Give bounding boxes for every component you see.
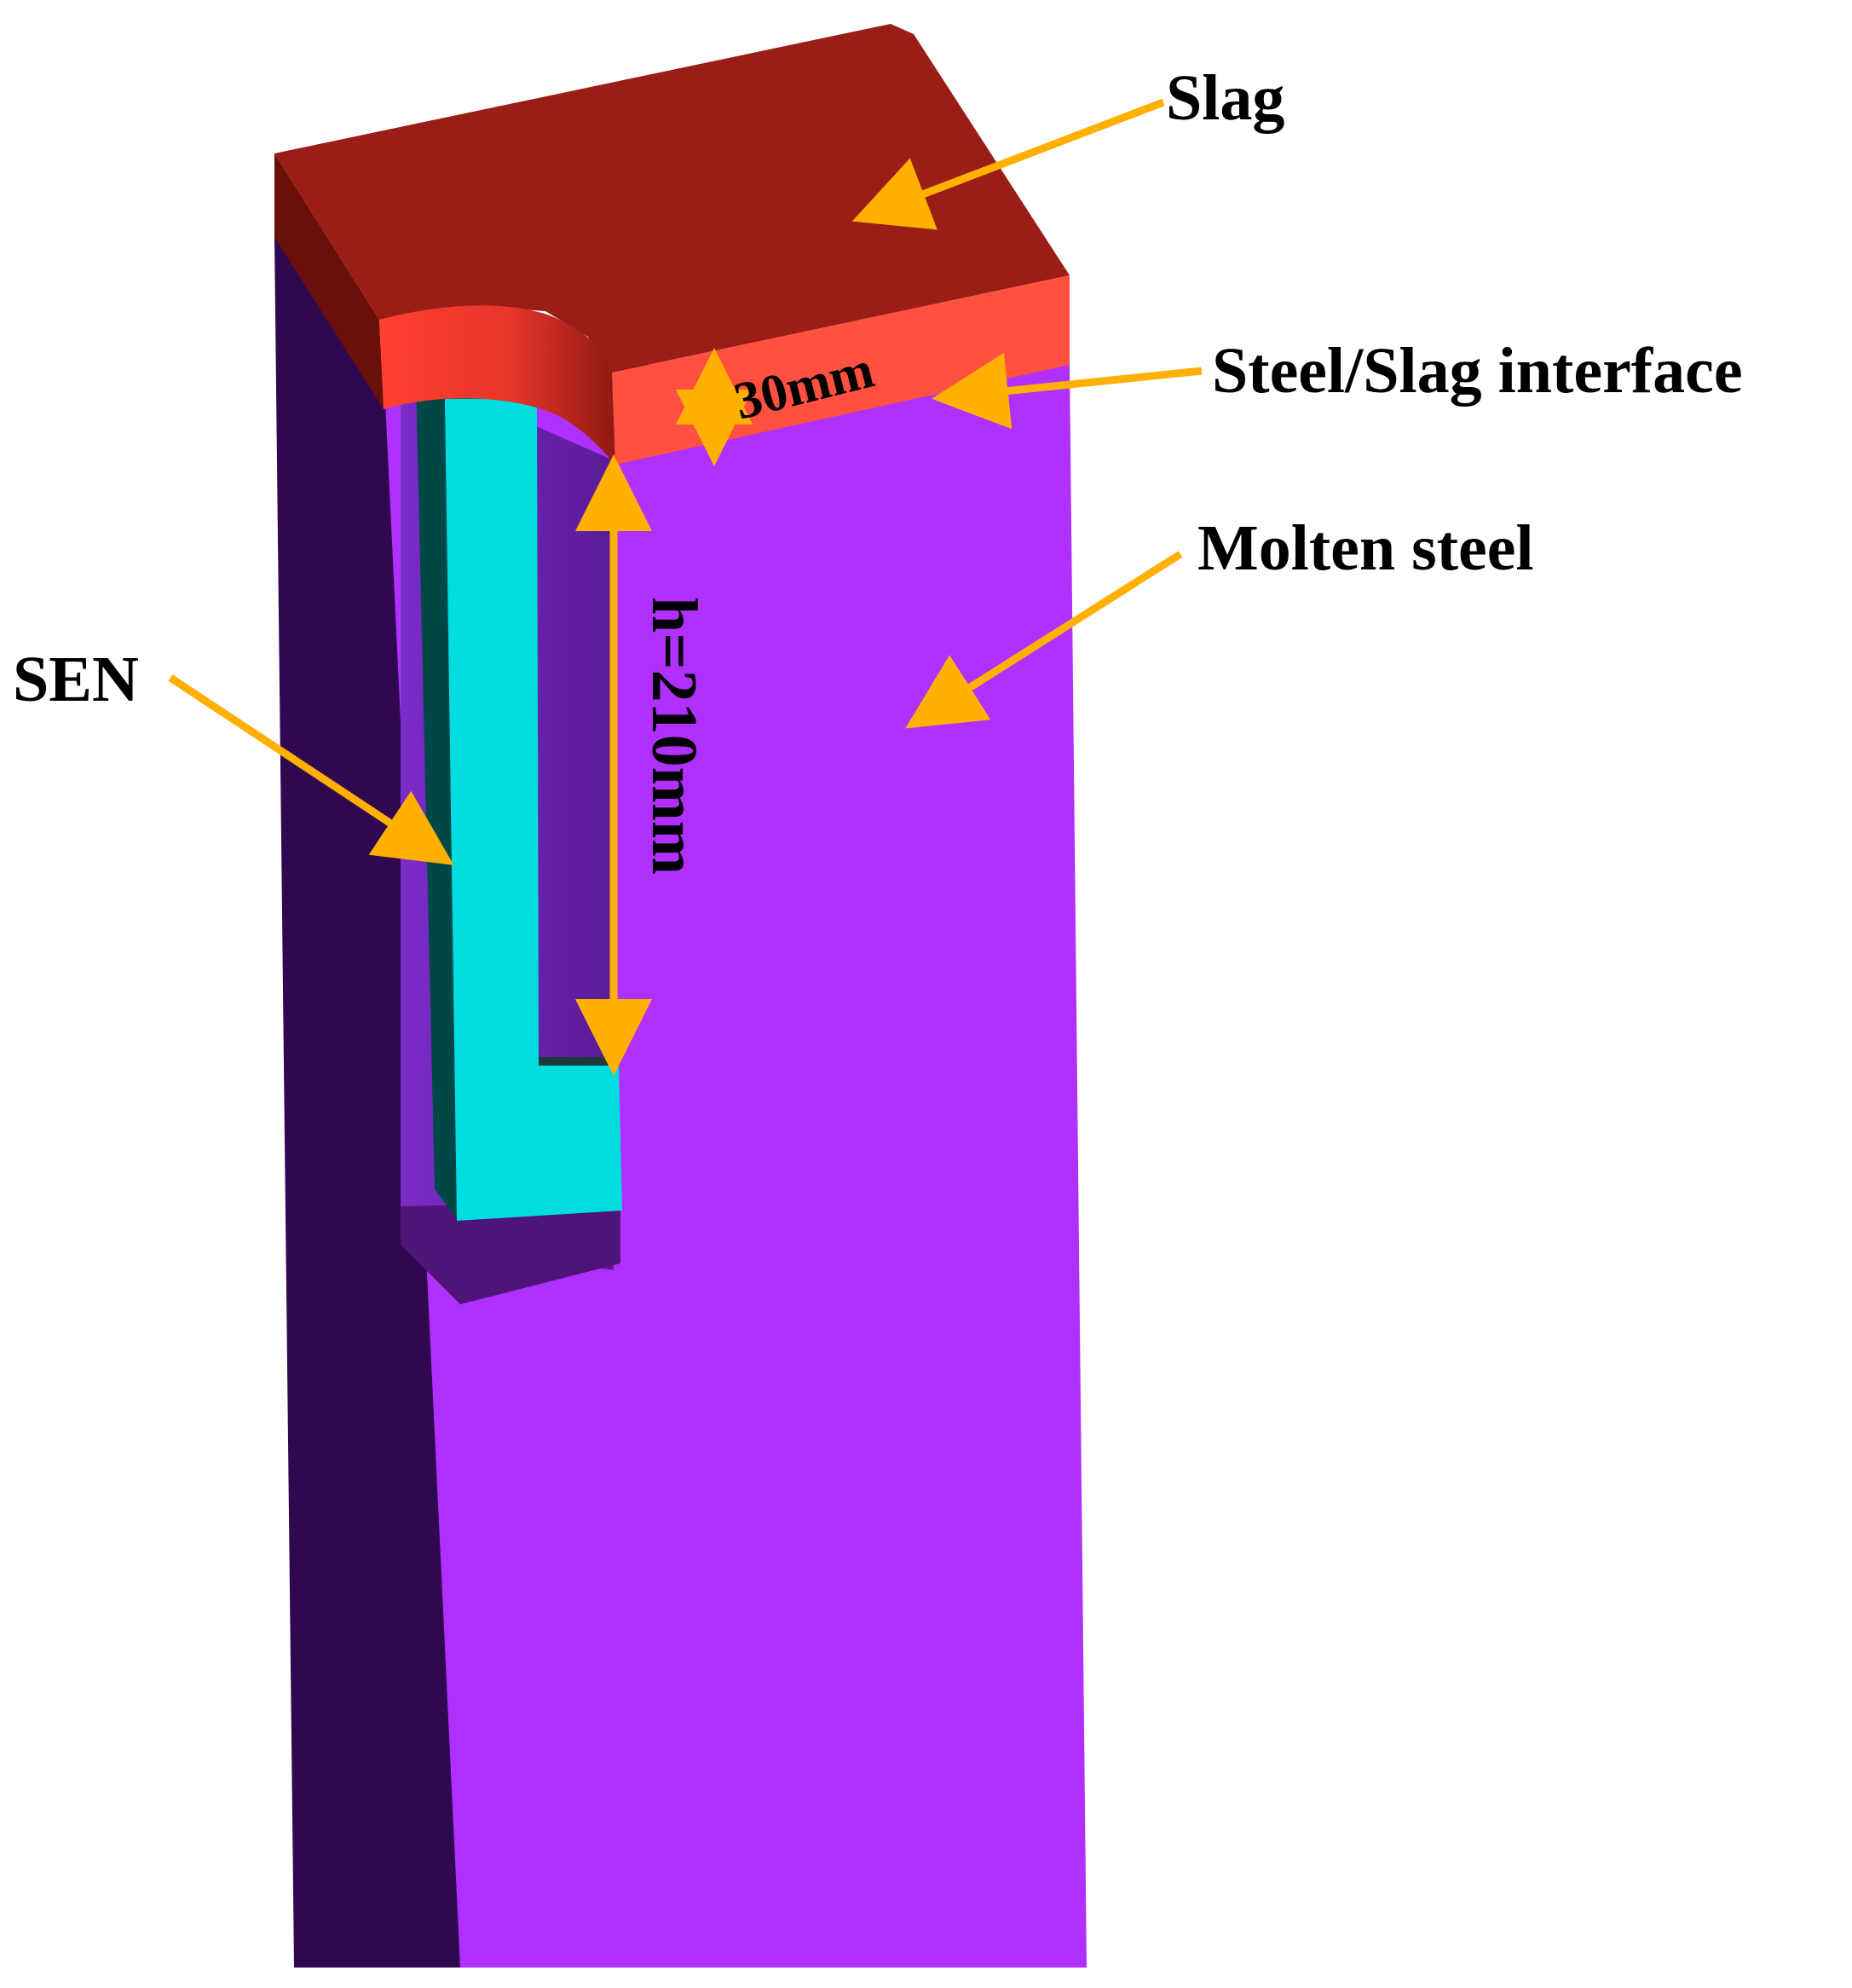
slag-left-face bbox=[274, 153, 384, 409]
slag-curved-face bbox=[379, 305, 615, 465]
molten-steel-block bbox=[274, 237, 1087, 1968]
steel-cavity-bottom bbox=[401, 1202, 620, 1304]
molten-steel-arrow bbox=[905, 551, 1183, 729]
slag-top-face bbox=[274, 24, 1070, 373]
sen-side-face bbox=[416, 362, 457, 1219]
steel-left-face bbox=[274, 237, 460, 1968]
slag-label: Slag bbox=[1166, 62, 1284, 134]
interface-label: Steel/Slag interface bbox=[1212, 335, 1743, 407]
sen-arrow bbox=[168, 674, 454, 865]
molten-steel-label: Molten steel bbox=[1197, 512, 1534, 584]
annotation-arrows bbox=[168, 98, 1203, 1076]
interface-arrow bbox=[932, 352, 1203, 430]
sen-front-face bbox=[445, 399, 622, 1221]
slag-arrow bbox=[851, 98, 1165, 230]
sen-label: SEN bbox=[13, 644, 139, 715]
immersion-depth-label: h=210mm bbox=[638, 597, 710, 875]
